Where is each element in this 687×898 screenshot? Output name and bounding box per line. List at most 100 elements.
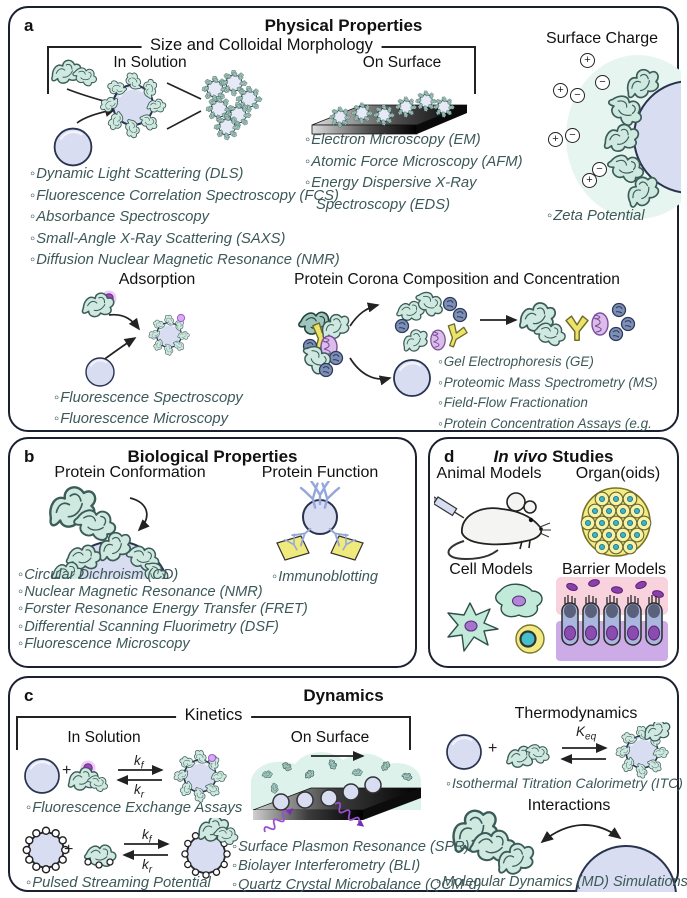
bullet-icon: ◦ xyxy=(30,166,36,182)
panel-a-label: a xyxy=(24,16,34,35)
corona-heading: Protein Corona Composition and Concentra… xyxy=(294,271,620,288)
corona-composition-illustration xyxy=(296,290,636,398)
technique-item: ◦Dynamic Light Scattering (DLS) xyxy=(30,164,345,186)
separated-components xyxy=(514,298,636,349)
bullet-icon: ◦ xyxy=(305,132,311,148)
bullet-icon: ◦ xyxy=(30,209,36,225)
technique-item: ◦Atomic Force Microscopy (AFM) xyxy=(305,152,527,174)
technique-item: ◦Energy Dispersive X-Ray Spectroscopy (E… xyxy=(305,173,527,216)
on-surface-slab-illustration xyxy=(311,77,468,135)
technique-label: Absorbance Spectroscopy xyxy=(36,209,209,225)
thermodynamics-heading: Thermodynamics xyxy=(514,705,638,722)
panel-dynamics: c Dynamics Kinetics In Solution On Surfa… xyxy=(8,676,687,895)
technique-label: Immunoblotting xyxy=(278,569,378,585)
k-reverse-label: kr xyxy=(142,857,153,876)
panel-biological-properties: b Biological Properties Protein Conforma… xyxy=(8,437,417,668)
in-solution-heading: In Solution xyxy=(113,54,187,71)
surface-charge-heading: Surface Charge xyxy=(545,30,659,47)
panel-b-label: b xyxy=(24,447,35,466)
bullet-icon: ◦ xyxy=(18,567,24,583)
exchange-assay-item: ◦Fluorescence Exchange Assays xyxy=(26,799,242,817)
technique-label: Pulsed Streaming Potential xyxy=(32,875,211,891)
technique-item: ◦Fluorescence Microscopy xyxy=(54,409,294,430)
technique-item: ◦Small-Angle X-Ray Scattering (SAXS) xyxy=(30,229,345,251)
pulsed-streaming-item: ◦Pulsed Streaming Potential xyxy=(26,874,211,892)
technique-label: Energy Dispersive X-Ray Spectroscopy (ED… xyxy=(311,175,477,213)
zeta-potential-item: ◦Zeta Potential xyxy=(547,206,645,228)
kinetics-bracket: Kinetics xyxy=(16,706,411,750)
technique-label: Circular Dichroism (CD) xyxy=(24,567,179,583)
technique-label: Fluorescence Microscopy xyxy=(24,635,190,652)
technique-item: ◦Fluorescence Spectroscopy xyxy=(54,388,294,409)
bullet-icon: ◦ xyxy=(26,875,32,891)
positive-charge-icon: + xyxy=(580,53,595,68)
immunoblotting-item: ◦Immunoblotting xyxy=(272,569,378,586)
k-reverse-label: kr xyxy=(134,782,145,801)
technique-label: Proteomic Mass Spectrometry (MS) xyxy=(443,374,658,390)
bullet-icon: ◦ xyxy=(30,230,36,247)
organoids-heading: Organ(oids) xyxy=(575,465,661,482)
in-solution-technique-list: ◦Dynamic Light Scattering (DLS) ◦Fluores… xyxy=(30,164,345,272)
bullet-icon: ◦ xyxy=(436,874,442,890)
technique-label: Fluorescence Spectroscopy xyxy=(60,390,243,406)
bullet-icon: ◦ xyxy=(438,415,443,431)
kinetics-bracket-label: Kinetics xyxy=(175,706,252,725)
panel-d-label: d xyxy=(444,447,455,466)
organoid-illustration xyxy=(580,487,652,557)
technique-item: ◦Fluorescence Microscopy xyxy=(18,636,318,653)
technique-item: ◦Fluorescence Correlation Spectroscopy (… xyxy=(30,186,345,208)
technique-item: ◦Differential Scanning Fluorimetry (DSF) xyxy=(18,619,318,636)
technique-label: Electron Microscopy (EM) xyxy=(311,132,481,148)
panel-c-label: c xyxy=(24,686,34,705)
k-forward-label: kf xyxy=(142,827,152,846)
bullet-icon: ◦ xyxy=(232,877,238,893)
bullet-icon: ◦ xyxy=(438,395,443,410)
kinetics-surface-technique-list: ◦Surface Plasmon Resonance (SPR) ◦Biolay… xyxy=(232,838,492,895)
keq-label: Keq xyxy=(576,724,597,743)
kinetics-on-surface-illustration xyxy=(251,750,422,836)
on-surface-heading: On Surface xyxy=(362,54,442,71)
bullet-icon: ◦ xyxy=(272,569,278,585)
protein-function-illustration xyxy=(276,481,364,561)
cell-models-illustration xyxy=(447,583,545,654)
technique-item: ◦Forster Resonance Energy Transfer (FRET… xyxy=(18,601,318,618)
plus-sign: + xyxy=(62,762,72,779)
bullet-icon: ◦ xyxy=(305,175,311,191)
panel-d-title-italic: In vivo xyxy=(493,447,548,466)
positive-charge-icon: + xyxy=(548,132,563,147)
size-morphology-bracket-label: Size and Colloidal Morphology xyxy=(141,36,382,55)
technique-item: ◦Surface Plasmon Resonance (SPR) xyxy=(232,838,492,857)
in-solution-illustration xyxy=(47,57,277,167)
panel-in-vivo-studies: d In vivo Studies Animal Models Organ(oi… xyxy=(428,437,679,668)
barrier-models-heading: Barrier Models xyxy=(561,561,667,578)
adsorption-heading: Adsorption xyxy=(118,271,196,288)
technique-item: ◦Diffusion Nuclear Magnetic Resonance (N… xyxy=(30,250,345,272)
technique-label: Molecular Dynamics (MD) Simulations xyxy=(442,874,687,890)
technique-label: Quartz Crystal Microbalance (QCM-d) xyxy=(238,877,482,893)
syringe-icon xyxy=(434,495,465,519)
on-surface-technique-list: ◦Electron Microscopy (EM) ◦Atomic Force … xyxy=(305,130,527,216)
k-forward-label: kf xyxy=(134,753,144,772)
conformation-technique-list: ◦Circular Dichroism (CD) ◦Nuclear Magnet… xyxy=(18,567,318,653)
protein-function-heading: Protein Function xyxy=(261,464,379,481)
panel-b-title: Biological Properties xyxy=(127,447,298,466)
panel-a-title: Physical Properties xyxy=(264,16,423,35)
bullet-icon: ◦ xyxy=(18,601,24,618)
technique-label: Atomic Force Microscopy (AFM) xyxy=(311,153,523,170)
technique-label: Biolayer Interferometry (BLI) xyxy=(238,858,421,874)
technique-label: Fluorescence Microscopy xyxy=(60,411,229,427)
bullet-icon: ◦ xyxy=(438,354,443,369)
technique-label: Forster Resonance Energy Transfer (FRET) xyxy=(24,601,308,618)
bullet-icon: ◦ xyxy=(30,187,36,204)
bullet-icon: ◦ xyxy=(30,252,36,268)
panel-d-title: In vivo Studies xyxy=(430,447,677,467)
fluorescence-exchange-illustration xyxy=(23,746,237,802)
technique-label: Zeta Potential xyxy=(553,208,645,224)
technique-label: Isothermal Titration Calorimetry (ITC) xyxy=(451,775,683,791)
size-morphology-bracket: Size and Colloidal Morphology xyxy=(47,36,476,94)
technique-item: ◦Biolayer Interferometry (BLI) xyxy=(232,857,492,876)
technique-label: Gel Electrophoresis (GE) xyxy=(443,354,594,369)
panel-c-title: Dynamics xyxy=(303,686,384,705)
bullet-icon: ◦ xyxy=(18,584,24,601)
adsorption-illustration xyxy=(79,290,227,387)
